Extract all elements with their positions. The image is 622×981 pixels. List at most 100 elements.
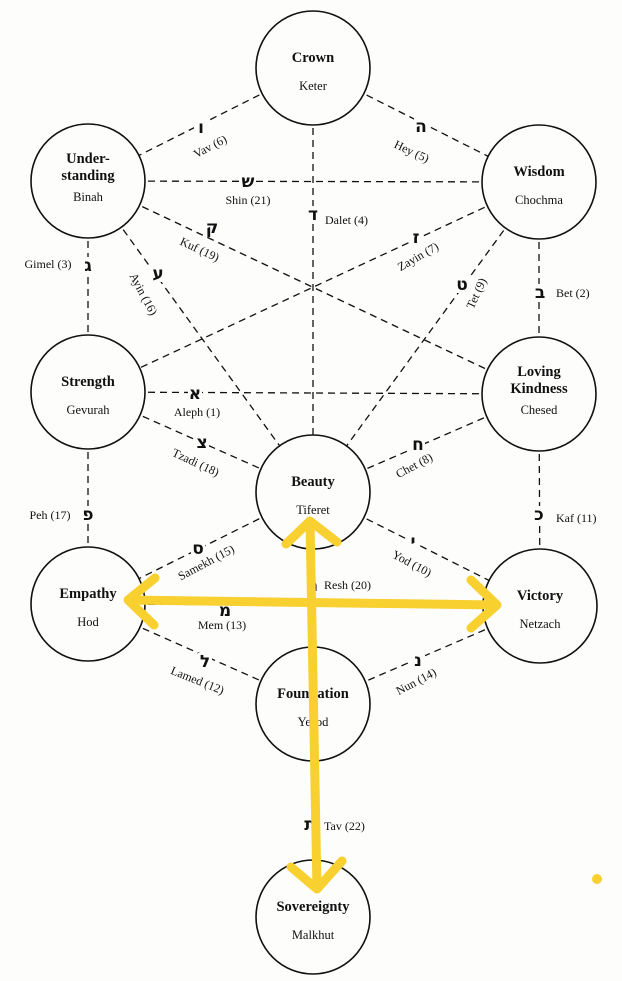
node-circle — [255, 10, 371, 126]
horizontal-double-arrow — [123, 573, 502, 633]
letter-backdrop — [194, 119, 208, 136]
path-label: Tav (22) — [324, 819, 365, 833]
path-label: Kaf (11) — [556, 511, 597, 525]
node-circle — [30, 123, 146, 239]
node-name: Crown — [292, 50, 334, 66]
hebrew-letter: ז — [413, 228, 420, 248]
hebrew-letter: ה — [415, 117, 427, 137]
hebrew-letter: ש — [242, 172, 255, 192]
node-name: Sovereignty — [276, 899, 350, 915]
hebrew-letter: ק — [206, 218, 219, 238]
path-line-shin — [87, 180, 540, 183]
path-label: Yod (10) — [390, 547, 434, 579]
node-subtitle: Chochma — [515, 193, 563, 207]
node-name: Kindness — [510, 381, 568, 397]
path-label: Dalet (4) — [325, 213, 368, 227]
hebrew-letter: ל — [200, 652, 210, 672]
letter-backdrop — [411, 436, 425, 453]
hebrew-letter: ט — [456, 275, 468, 295]
letter-backdrop — [198, 653, 212, 670]
node-circle — [30, 334, 146, 450]
node-name: standing — [61, 168, 115, 184]
node-name: Under- — [66, 151, 110, 167]
node-circle — [481, 336, 597, 452]
letter-backdrop — [191, 540, 205, 557]
letter-backdrop — [188, 385, 202, 402]
letter-backdrop — [195, 434, 209, 451]
letter-backdrop — [205, 219, 219, 236]
node-circle — [481, 124, 597, 240]
path-label: Gimel (3) — [25, 257, 72, 271]
hebrew-letter: נ — [414, 651, 422, 671]
path-label: Lamed (12) — [169, 663, 226, 697]
hebrew-letter: ח — [412, 435, 424, 455]
path-label: Peh (17) — [30, 508, 71, 522]
node-name: Empathy — [59, 586, 117, 602]
letter-backdrop — [455, 276, 469, 293]
hebrew-letter: ת — [304, 815, 316, 835]
node-name: Beauty — [291, 474, 335, 490]
node-name: Victory — [517, 588, 564, 604]
hebrew-letter: י — [410, 532, 415, 552]
node-subtitle: Keter — [299, 79, 328, 93]
node-subtitle: Tiferet — [296, 503, 330, 517]
hebrew-letter: ס — [192, 539, 204, 559]
path-line-tet — [312, 181, 540, 493]
yellow-annotations — [123, 516, 602, 894]
path-label: Hey (5) — [392, 137, 431, 165]
path-label: Mem (13) — [198, 618, 246, 632]
hebrew-letter: ב — [535, 283, 545, 303]
hebrew-letter: א — [189, 384, 201, 404]
letter-backdrop — [532, 506, 546, 523]
letter-backdrop — [81, 506, 95, 523]
letter-backdrop — [406, 533, 420, 550]
letter-backdrop — [81, 257, 95, 274]
letter-backdrop — [414, 118, 428, 135]
path-label: Samekh (15) — [176, 542, 237, 583]
node-name: Strength — [61, 374, 115, 390]
hebrew-letter: ד — [308, 205, 318, 225]
vertical-double-arrow — [281, 516, 347, 894]
path-label: Bet (2) — [556, 286, 590, 300]
hebrew-letter: ג — [84, 256, 92, 276]
path-label: Resh (20) — [324, 578, 371, 592]
path-line-aleph — [87, 391, 540, 395]
hebrew-letter: כ — [534, 505, 544, 525]
path-label: Shin (21) — [226, 193, 271, 207]
letter-backdrop — [241, 173, 255, 190]
hebrew-letter: ע — [152, 264, 163, 284]
node-name: Loving — [517, 364, 561, 380]
node-subtitle: Gevurah — [66, 403, 110, 417]
letter-backdrop — [533, 284, 547, 301]
letter-backdrop — [409, 229, 423, 246]
node-subtitle: Netzach — [520, 617, 562, 631]
yellow-dot — [592, 874, 602, 884]
path-line-ayin — [87, 180, 314, 493]
letter-backdrop — [411, 652, 425, 669]
node-subtitle: Hod — [77, 615, 99, 629]
path-label: Aleph (1) — [174, 405, 220, 419]
node-subtitle: Chesed — [521, 403, 559, 417]
path-label: Vav (6) — [191, 132, 229, 161]
hebrew-letter: פ — [82, 505, 93, 525]
node-name: Wisdom — [513, 164, 564, 180]
node-subtitle: Malkhut — [292, 928, 335, 942]
path-label: Kuf (19) — [178, 234, 222, 264]
node-subtitle: Binah — [73, 190, 104, 204]
letter-backdrop — [151, 265, 165, 282]
letter-backdrop — [306, 206, 320, 223]
hebrew-letter: מ — [219, 601, 231, 621]
hebrew-letter: צ — [196, 433, 207, 453]
letter-backdrop — [218, 602, 232, 619]
path-line-zayin — [87, 181, 540, 393]
